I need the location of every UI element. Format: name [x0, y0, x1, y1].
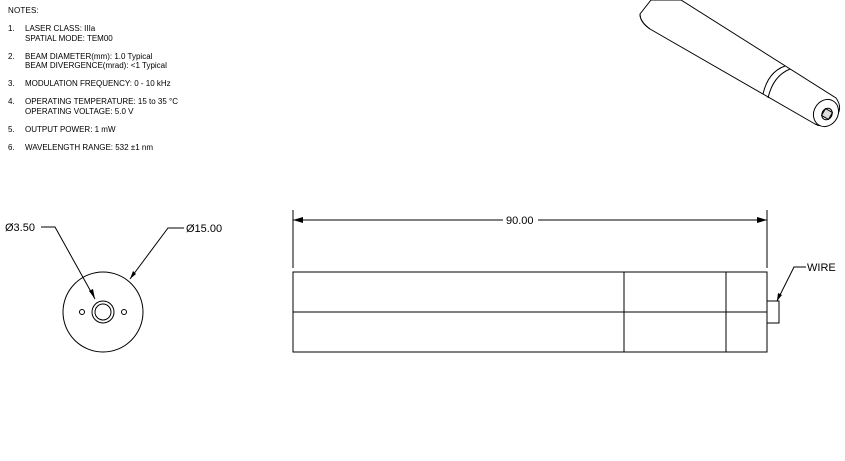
wire-label: WIRE	[807, 262, 836, 274]
isometric-view	[639, 0, 841, 128]
mount-hole-left	[79, 309, 85, 315]
note-line: OPERATING TEMPERATURE: 15 to 35 °C	[25, 97, 179, 106]
note-line: BEAM DIVERGENCE(mrad): <1 Typical	[25, 61, 167, 70]
bore-outer	[91, 300, 115, 324]
note-line: SPATIAL MODE: TEM00	[25, 33, 113, 43]
inner-diameter-label: Ø3.50	[5, 222, 35, 234]
note-item: 5. OUTPUT POWER: 1 mW	[8, 125, 178, 135]
note-item: 2. BEAM DIAMETER(mm): 1.0 Typical BEAM D…	[8, 52, 178, 71]
note-item: 1. LASER CLASS: IIIa SPATIAL MODE: TEM00	[8, 24, 178, 43]
note-number: 3.	[8, 79, 15, 88]
notes-list: 1. LASER CLASS: IIIa SPATIAL MODE: TEM00…	[8, 24, 178, 161]
note-number: 4.	[8, 97, 15, 106]
length-label: 90.00	[506, 215, 534, 227]
note-line: OPERATING VOLTAGE: 5.0 V	[25, 106, 134, 116]
wire-stub	[766, 300, 780, 324]
inner-diameter-leader	[41, 226, 96, 300]
note-number: 1.	[8, 24, 15, 33]
outer-diameter-label: Ø15.00	[186, 223, 222, 235]
mount-hole-right	[121, 309, 127, 315]
note-item: 4. OPERATING TEMPERATURE: 15 to 35 °C OP…	[8, 97, 178, 116]
end-view	[41, 226, 184, 353]
note-item: 3. MODULATION FREQUENCY: 0 - 10 kHz	[8, 79, 178, 89]
side-view	[292, 210, 806, 353]
note-line: WAVELENGTH RANGE: 532 ±1 nm	[25, 142, 153, 152]
notes-title: NOTES:	[8, 6, 39, 15]
note-line: LASER CLASS: IIIa	[25, 24, 96, 33]
note-line: OUTPUT POWER: 1 mW	[25, 124, 116, 134]
note-item: 6. WAVELENGTH RANGE: 532 ±1 nm	[8, 143, 178, 153]
outer-circle	[62, 271, 144, 353]
note-number: 5.	[8, 124, 15, 134]
note-number: 2.	[8, 51, 15, 61]
note-line: MODULATION FREQUENCY: 0 - 10 kHz	[25, 79, 171, 88]
outer-diameter-leader	[129, 227, 184, 280]
note-number: 6.	[8, 142, 15, 152]
note-line: BEAM DIAMETER(mm): 1.0 Typical	[25, 51, 153, 61]
wire-leader	[776, 266, 806, 302]
bore-inner	[94, 303, 112, 321]
